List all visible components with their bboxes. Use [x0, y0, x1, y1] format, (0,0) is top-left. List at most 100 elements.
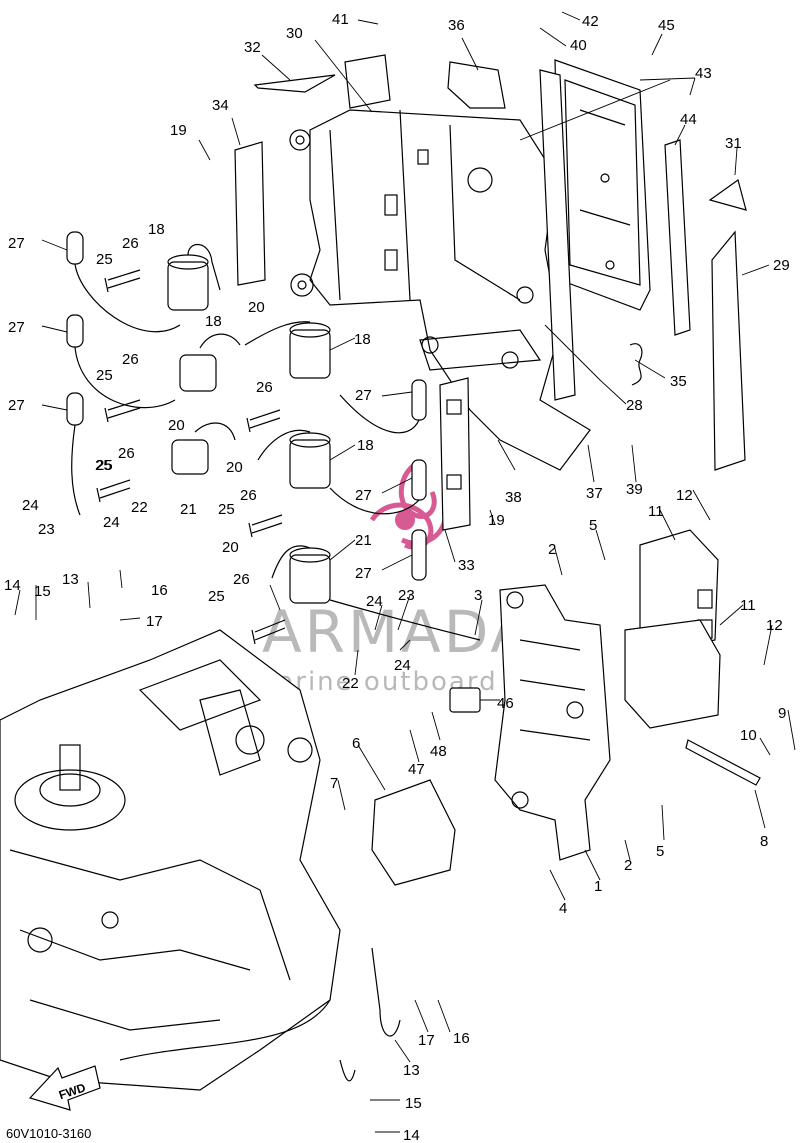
pad-32: [253, 74, 336, 93]
part-label-8: 8: [760, 833, 768, 850]
part-label-14: 14: [4, 577, 21, 594]
part-label-11: 11: [740, 597, 756, 614]
part-label-10: 10: [740, 727, 757, 744]
part-label-18: 18: [205, 313, 222, 330]
part-label-25: 25: [96, 457, 113, 474]
sheet-29: [711, 230, 746, 471]
part-label-36: 36: [448, 17, 465, 34]
part-label-16: 16: [151, 582, 168, 599]
part-label-46: 46: [497, 695, 514, 712]
part-label-27: 27: [8, 319, 25, 336]
part-label-38: 38: [505, 489, 522, 506]
electronic-control-units: [624, 529, 721, 729]
drawing-code: 60V1010-3160: [6, 1126, 91, 1141]
part-label-5: 5: [656, 843, 664, 860]
part-label-26: 26: [118, 445, 135, 462]
box-6: [371, 779, 456, 886]
part-label-15: 15: [34, 583, 51, 600]
plug-caps: [66, 231, 481, 641]
part-label-27: 27: [8, 235, 25, 252]
part-label-26: 26: [240, 487, 257, 504]
part-label-6: 6: [352, 735, 360, 752]
part-label-5: 5: [589, 517, 597, 534]
part-label-26: 26: [122, 351, 139, 368]
part-label-28: 28: [626, 397, 643, 414]
part-label-44: 44: [680, 111, 697, 128]
part-label-47: 47: [408, 761, 425, 778]
part-label-1: 1: [594, 878, 602, 895]
part-label-25: 25: [96, 367, 113, 384]
ground-wire: [371, 947, 401, 1037]
strip-33: [439, 377, 471, 531]
part-label-25: 25: [208, 588, 225, 605]
part-label-27: 27: [8, 397, 25, 414]
bolts-25: [96, 269, 286, 645]
bar-8: [685, 739, 761, 786]
part-label-48: 48: [430, 743, 447, 760]
ignition-coil-group: [167, 244, 331, 604]
part-label-2: 2: [548, 541, 556, 558]
part-label-23: 23: [38, 521, 55, 538]
cover-panel: [539, 59, 691, 401]
part-label-11: 11: [648, 503, 664, 520]
part-label-14: 14: [403, 1127, 420, 1143]
part-label-45: 45: [658, 17, 675, 34]
part-label-24: 24: [394, 657, 411, 674]
watermark-logo-icon: [369, 459, 448, 550]
part-label-32: 32: [244, 39, 261, 56]
part-label-17: 17: [418, 1032, 435, 1049]
part-label-35: 35: [670, 373, 687, 390]
electrical-bracket-plate: [289, 109, 591, 471]
part-label-12: 12: [766, 617, 783, 634]
part-label-24: 24: [366, 593, 383, 610]
part-label-27: 27: [355, 487, 372, 504]
part-label-37: 37: [586, 485, 603, 502]
part-label-19: 19: [488, 512, 505, 529]
part-label-18: 18: [148, 221, 165, 238]
strip-34: [234, 141, 266, 286]
part-label-39: 39: [626, 481, 643, 498]
part-label-16: 16: [453, 1030, 470, 1047]
relay-46: [449, 687, 481, 713]
part-label-21: 21: [180, 501, 197, 518]
part-label-20: 20: [248, 299, 265, 316]
part-label-26: 26: [256, 379, 273, 396]
part-label-25: 25: [96, 251, 113, 268]
part-label-2: 2: [624, 857, 632, 874]
part-label-20: 20: [226, 459, 243, 476]
part-label-20: 20: [168, 417, 185, 434]
part-label-42: 42: [582, 13, 599, 30]
part-label-3: 3: [474, 587, 482, 604]
part-label-4: 4: [559, 900, 567, 917]
plate-30: [344, 54, 391, 109]
part-label-43: 43: [695, 65, 712, 82]
part-label-7: 7: [330, 775, 338, 792]
part-label-24: 24: [22, 497, 39, 514]
part-label-9: 9: [778, 705, 786, 722]
part-label-21: 21: [355, 532, 372, 549]
part-label-26: 26: [233, 571, 250, 588]
part-label-25: 25: [218, 501, 235, 518]
part-label-27: 27: [355, 387, 372, 404]
part-label-18: 18: [357, 437, 374, 454]
engine-block: [0, 629, 341, 1091]
part-label-29: 29: [773, 257, 790, 274]
part-label-17: 17: [146, 613, 163, 630]
watermark-brand: ARMADA: [262, 598, 533, 666]
part-label-15: 15: [405, 1095, 422, 1112]
part-label-27: 27: [355, 565, 372, 582]
part-label-19: 19: [170, 122, 187, 139]
part-label-20: 20: [222, 539, 239, 556]
part-label-34: 34: [212, 97, 229, 114]
part-label-23: 23: [398, 587, 415, 604]
part-label-22: 22: [131, 499, 148, 516]
mounting-bracket: [494, 584, 611, 861]
part-label-12: 12: [676, 487, 693, 504]
leader-lines: [14, 11, 796, 1133]
pad-31: [708, 179, 747, 211]
part-label-13: 13: [62, 571, 79, 588]
clip-35: [629, 343, 643, 386]
part-label-13: 13: [403, 1062, 420, 1079]
